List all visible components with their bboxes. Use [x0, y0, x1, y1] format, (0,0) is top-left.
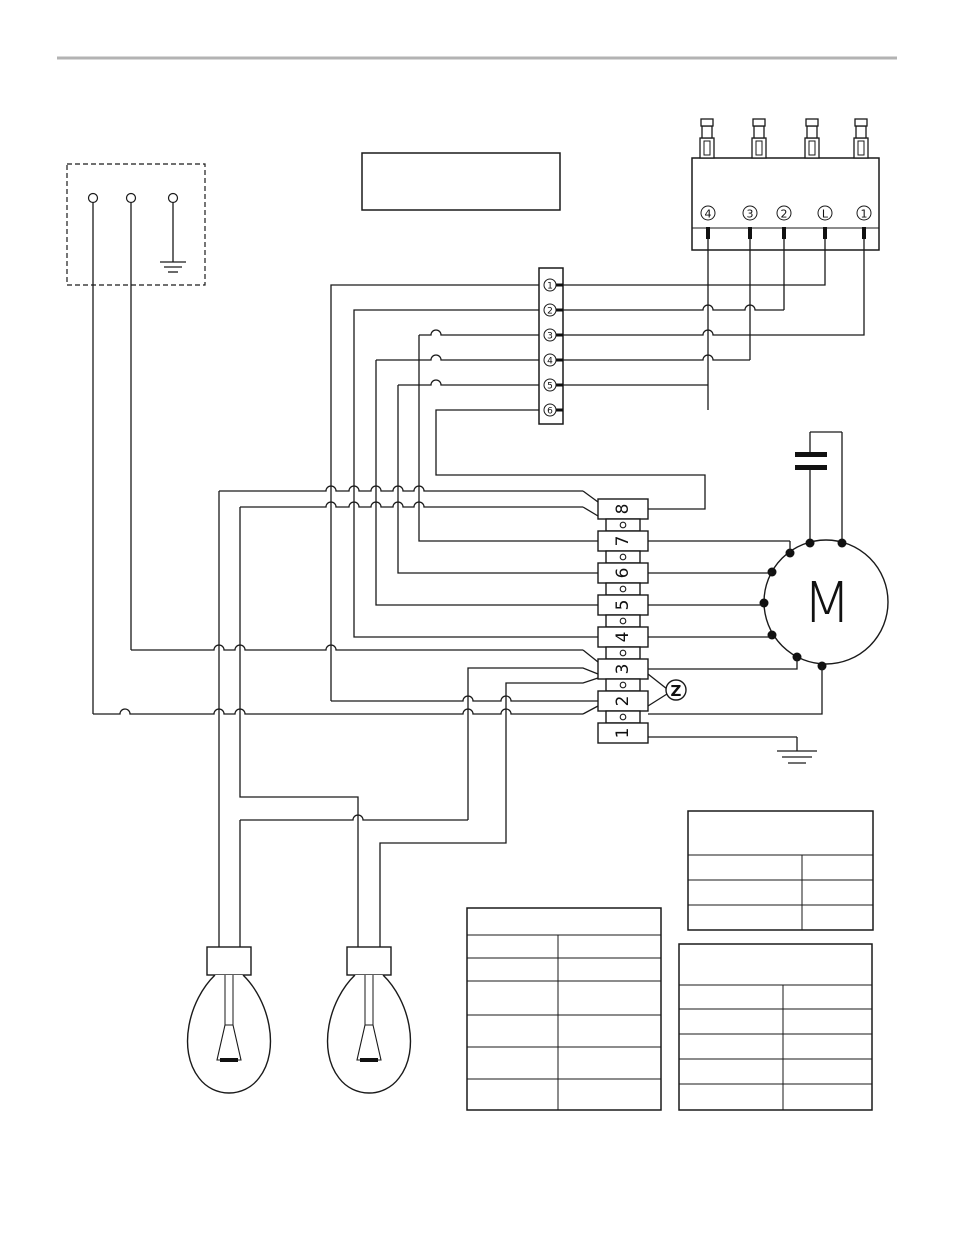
switch-terminal — [700, 205, 716, 221]
switch-terminal-label: 3 — [747, 208, 754, 221]
wire — [419, 329, 539, 336]
push-button-icon — [699, 118, 715, 159]
switch-terminal — [742, 205, 758, 221]
lamp-icon — [186, 946, 272, 1094]
wire — [375, 360, 598, 606]
switch-terminal-label: 2 — [781, 208, 788, 221]
wire — [331, 695, 598, 702]
wire — [750, 239, 865, 336]
harness-pin-label: 1 — [547, 282, 553, 292]
power-supply-block — [66, 163, 206, 286]
wire — [93, 708, 583, 715]
supply-terminal-1 — [87, 192, 99, 204]
harness-pin-label: 2 — [547, 307, 553, 317]
wire — [582, 649, 599, 663]
wire — [563, 329, 750, 336]
wire — [240, 501, 583, 508]
capacitor-icon — [795, 431, 843, 543]
ground-icon — [160, 261, 186, 273]
empty-table-c — [678, 943, 873, 1111]
wire — [379, 677, 599, 947]
wire — [582, 490, 599, 503]
harness-pin-label: 6 — [547, 407, 553, 417]
wire — [467, 667, 599, 820]
wire — [648, 657, 798, 670]
terminal-number: 7 — [613, 536, 633, 547]
wire — [563, 239, 826, 286]
harness-pin-label: 3 — [547, 332, 553, 342]
wire — [376, 354, 539, 361]
wire — [435, 409, 706, 510]
terminal-number: 1 — [613, 728, 633, 739]
terminal-number: 3 — [613, 664, 633, 675]
terminal-number: 5 — [613, 600, 633, 611]
wire — [330, 284, 539, 701]
switch-block: 4 3 2 L 1 — [691, 118, 880, 251]
title-box — [361, 152, 561, 211]
push-button-icon — [804, 118, 820, 159]
wire — [582, 506, 599, 517]
wire — [563, 354, 750, 361]
wiring — [92, 203, 865, 947]
switch-terminal-label: L — [822, 208, 829, 221]
supply-terminal-2 — [125, 192, 137, 204]
supply-terminal-ground — [167, 192, 179, 204]
motor-icon: M — [759, 538, 889, 671]
wire — [131, 644, 583, 651]
terminal-block: 8 7 6 5 4 3 2 1 — [597, 498, 649, 744]
terminal-number: 4 — [613, 632, 633, 643]
wire — [648, 666, 823, 715]
terminal-number: 8 — [613, 504, 633, 515]
wire — [398, 379, 539, 386]
wire — [563, 304, 784, 311]
switch-terminal — [817, 205, 833, 221]
push-button-icon — [751, 118, 767, 159]
harness-connector: 1 2 3 4 5 6 — [538, 267, 564, 425]
wire — [240, 814, 468, 821]
thermal-label: Z — [671, 682, 682, 700]
wire — [418, 335, 598, 542]
harness-pin-label: 5 — [547, 382, 553, 392]
empty-table-a — [687, 810, 874, 931]
harness-pin-label: 4 — [547, 357, 553, 367]
terminal-number: 2 — [613, 696, 633, 707]
thermal-protector: Z — [647, 673, 687, 707]
motor-label: M — [803, 571, 851, 636]
wire — [219, 485, 583, 492]
switch-terminal-label: 1 — [861, 208, 868, 221]
terminal-slot — [597, 722, 649, 744]
push-button-icon — [853, 118, 869, 159]
wire — [582, 705, 599, 715]
empty-table-b — [466, 907, 662, 1111]
switch-terminal — [776, 205, 792, 221]
terminal-number: 6 — [613, 568, 633, 579]
wire — [353, 309, 598, 638]
switch-terminal-label: 4 — [705, 208, 712, 221]
switch-terminal — [856, 205, 872, 221]
ground-icon — [648, 736, 817, 764]
lamp-icon — [326, 946, 412, 1094]
wire — [239, 507, 359, 947]
wire — [397, 385, 598, 574]
